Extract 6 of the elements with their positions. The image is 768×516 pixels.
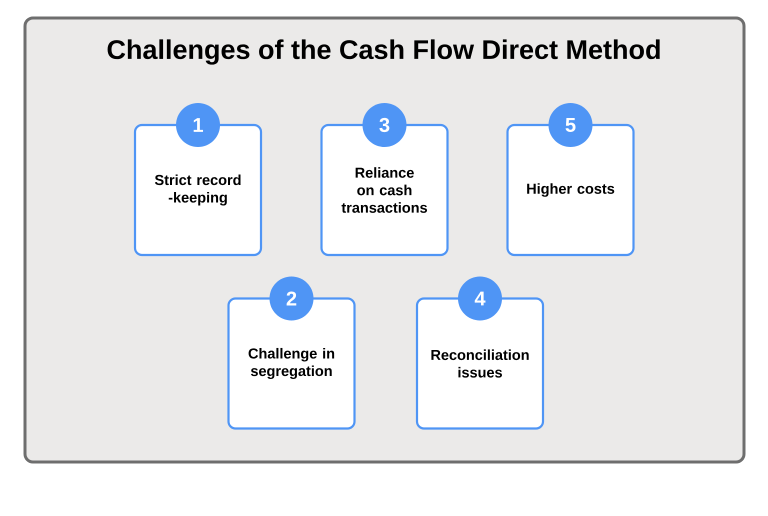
title: Challenges of the Cash Flow Direct Method [108, 39, 660, 65]
number-badge: 5 [548, 103, 592, 147]
number-badge: 3 [362, 103, 406, 147]
number-badge: 1 [176, 103, 220, 147]
number-badge: 4 [458, 276, 502, 320]
number-badge: 2 [270, 276, 314, 320]
